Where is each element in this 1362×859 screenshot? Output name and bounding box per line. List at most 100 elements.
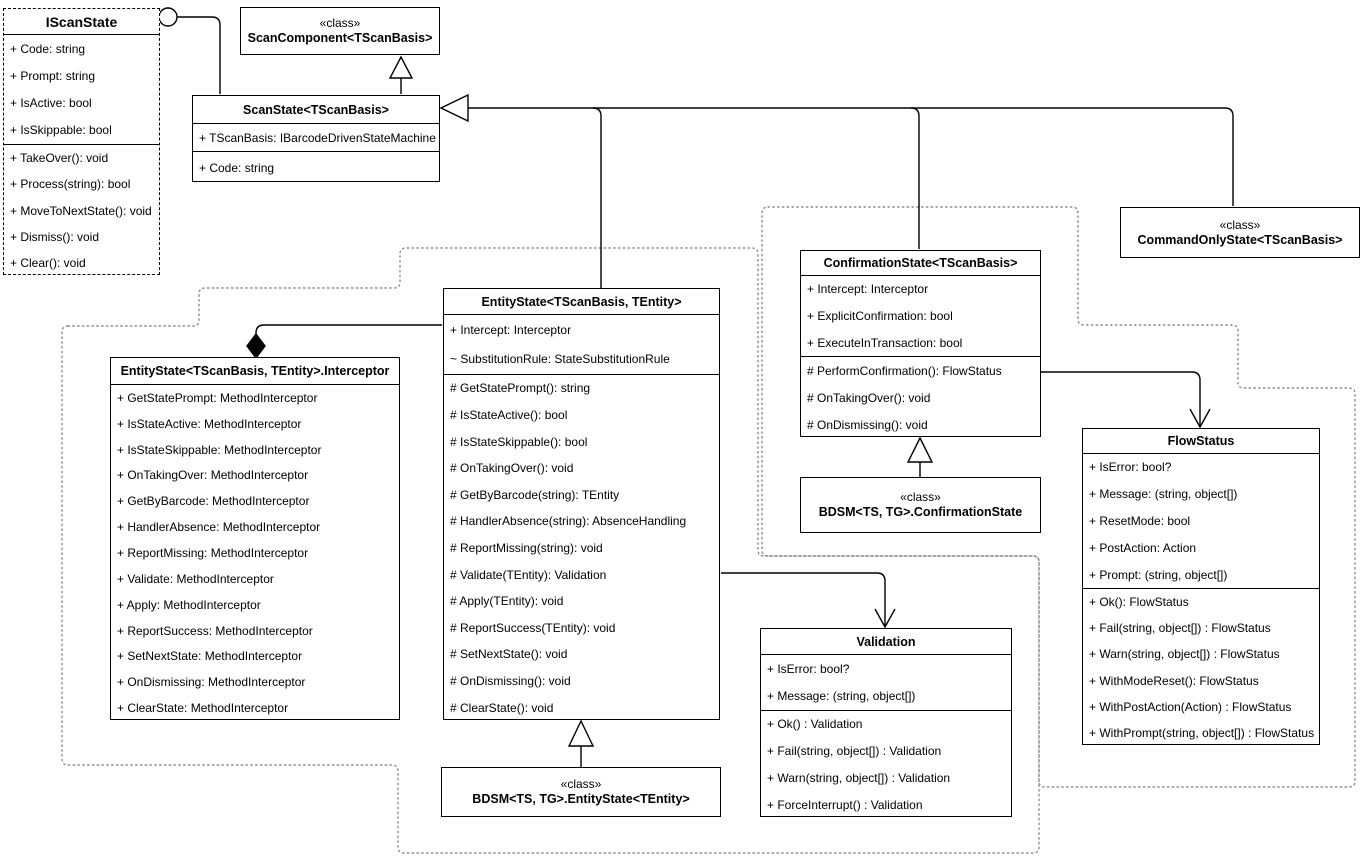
member-row: + IsError: bool? xyxy=(1089,460,1172,475)
member-row: # PerformConfirmation(): FlowStatus xyxy=(807,363,1002,378)
member-row: + OnTakingOver: MethodInterceptor xyxy=(117,468,309,483)
generalization-trunk-scanstate xyxy=(439,93,1234,288)
attributes-section: + IsError: bool? + Message: (string, obje… xyxy=(1083,453,1319,588)
member-row: # GetStatePrompt(): string xyxy=(450,381,591,396)
member-row: + TScanBasis: IBarcodeDrivenStateMachine xyxy=(199,130,436,145)
methods-section: # PerformConfirmation(): FlowStatus # OnT… xyxy=(801,356,1040,438)
member-row: + Ok(): FlowStatus xyxy=(1089,595,1189,610)
member-row: + OnDismissing: MethodInterceptor xyxy=(117,675,306,690)
member-row: + WithPrompt(string, object[]) : FlowSta… xyxy=(1089,725,1315,740)
member-row: + IsStateSkippable: MethodInterceptor xyxy=(117,442,322,457)
member-row: + Prompt: string xyxy=(10,68,96,83)
member-row: + ReportSuccess: MethodInterceptor xyxy=(117,623,313,638)
class-title: EntityState<TScanBasis, TEntity> xyxy=(481,294,682,309)
member-row: + IsActive: bool xyxy=(10,96,92,111)
member-row: # OnTakingOver(): void xyxy=(807,390,931,405)
class-box-bdsm_entitystate[interactable]: «class»BDSM<TS, TG>.EntityState<TEntity> xyxy=(441,767,721,817)
class-box-flowstatus[interactable]: FlowStatus + IsError: bool? + Message: (st… xyxy=(1082,428,1320,745)
generalization-bdsm-confirmationstate xyxy=(906,436,934,477)
member-row: + IsStateActive: MethodInterceptor xyxy=(117,416,302,431)
class-box-iscanstate[interactable]: IScanState + Code: string + Prompt: string… xyxy=(3,8,160,275)
member-row: ~ SubstitutionRule: StateSubstitutionRul… xyxy=(450,352,670,367)
member-row: + Intercept: Interceptor xyxy=(807,282,929,297)
methods-section: # GetStatePrompt(): string # IsStateActiv… xyxy=(444,374,719,721)
generalization-scanstate-scancomponent xyxy=(388,55,414,94)
member-row: + TakeOver(): void xyxy=(10,151,109,166)
methods-section: + TakeOver(): void + Process(string): boo… xyxy=(4,144,159,276)
methods-section: + Code: string xyxy=(193,151,439,183)
member-row: # HandlerAbsence(string): AbsenceHandlin… xyxy=(450,514,687,529)
member-row: # OnDismissing(): void xyxy=(450,674,571,688)
class-box-commandonlystate[interactable]: «class»CommandOnlyState<TScanBasis> xyxy=(1120,207,1360,258)
stereotype-label: «class» xyxy=(560,777,602,791)
member-row: # ReportSuccess(TEntity): void xyxy=(450,620,616,635)
member-row: + Message: (string, object[]) xyxy=(1089,487,1238,502)
class-title: EntityState<TScanBasis, TEntity>.Interce… xyxy=(120,364,390,378)
member-row: # SetNextState(): void xyxy=(450,647,568,662)
association-entitystate-validation xyxy=(721,572,896,629)
class-box-validation[interactable]: Validation + IsError: bool? + Message: (st… xyxy=(760,628,1012,817)
member-row: + MoveToNextState(): void xyxy=(10,203,152,218)
member-row: + Code: string xyxy=(10,41,86,56)
member-row: + PostAction: Action xyxy=(1089,540,1197,555)
member-row: + IsError: bool? xyxy=(767,661,850,676)
stereotype-label: «class» xyxy=(1219,217,1261,232)
member-row: + ReportMissing: MethodInterceptor xyxy=(117,545,309,560)
attributes-section: + Code: string + Prompt: string + IsActive… xyxy=(4,34,159,144)
stereotype-label: «class» xyxy=(319,16,361,30)
attributes-section: + Intercept: Interceptor + ExplicitConfir… xyxy=(801,275,1040,356)
member-row: + Fail(string, object[]) : Validation xyxy=(767,744,942,759)
member-row: # IsStateActive(): bool xyxy=(450,407,568,422)
member-row: + Dismiss(): void xyxy=(10,229,100,244)
association-confirmationstate-flowstatus xyxy=(1041,371,1211,429)
class-box-scanstate[interactable]: ScanState<TScanBasis> + TScanBasis: IBarc… xyxy=(192,95,440,182)
attributes-section: + TScanBasis: IBarcodeDrivenStateMachine xyxy=(193,123,439,151)
attributes-section: + Intercept: Interceptor ~ SubstitutionRu… xyxy=(444,314,719,374)
member-row: + Apply: MethodInterceptor xyxy=(117,597,261,612)
member-row: + Validate: MethodInterceptor xyxy=(117,571,274,586)
member-row: + ClearState: MethodInterceptor xyxy=(117,701,289,716)
class-box-bdsm_confirmationstate[interactable]: «class»BDSM<TS, TG>.ConfirmationState xyxy=(800,477,1041,533)
class-title: ScanState<TScanBasis> xyxy=(243,102,389,117)
member-row: + WithPostAction(Action) : FlowStatus xyxy=(1089,699,1292,714)
package-region-entity xyxy=(61,247,1040,854)
class-title: FlowStatus xyxy=(1167,434,1235,448)
member-row: + ExplicitConfirmation: bool xyxy=(807,309,953,323)
class-box-interceptor[interactable]: EntityState<TScanBasis, TEntity>.Interce… xyxy=(110,357,400,720)
class-title: BDSM<TS, TG>.EntityState<TEntity> xyxy=(472,792,690,806)
member-row: + Process(string): bool xyxy=(10,177,131,192)
member-row: + WithModeReset(): FlowStatus xyxy=(1089,673,1259,688)
class-box-scancomponent[interactable]: «class»ScanComponent<TScanBasis> xyxy=(240,7,440,55)
attributes-section: + IsError: bool? + Message: (string, obje… xyxy=(761,654,1011,710)
member-row: + Prompt: (string, object[]) xyxy=(1089,567,1228,582)
member-row: + ResetMode: bool xyxy=(1089,513,1191,528)
member-row: + GetStatePrompt: MethodInterceptor xyxy=(117,390,318,405)
member-row: # OnTakingOver(): void xyxy=(450,461,574,476)
member-row: + ForceInterrupt() : Validation xyxy=(767,797,923,812)
member-row: # Validate(TEntity): Validation xyxy=(450,567,607,582)
methods-section: + Ok(): FlowStatus + Fail(string, object[… xyxy=(1083,588,1319,746)
methods-section: + Ok() : Validation + Fail(string, object… xyxy=(761,710,1011,818)
member-row: + ExecuteInTransaction: bool xyxy=(807,335,963,350)
member-row: + Intercept: Interceptor xyxy=(450,322,572,337)
class-title: ConfirmationState<TScanBasis> xyxy=(823,256,1018,270)
member-row: + IsSkippable: bool xyxy=(10,123,112,138)
generalization-bdsm-entitystate xyxy=(567,719,595,767)
member-row: + Message: (string, object[]) xyxy=(767,689,916,704)
member-row: + Ok() : Validation xyxy=(767,717,863,732)
class-box-entitystate[interactable]: EntityState<TScanBasis, TEntity> + Interc… xyxy=(443,288,720,720)
member-row: # OnDismissing(): void xyxy=(807,417,928,432)
member-row: + Warn(string, object[]) : FlowStatus xyxy=(1089,647,1280,662)
class-title: ScanComponent<TScanBasis> xyxy=(247,31,433,45)
member-row: # Apply(TEntity): void xyxy=(450,594,564,609)
class-box-confirmationstate[interactable]: ConfirmationState<TScanBasis> + Intercept… xyxy=(800,250,1041,437)
member-row: # ReportMissing(string): void xyxy=(450,540,603,555)
realization-lollipop xyxy=(158,7,221,94)
class-title: IScanState xyxy=(45,13,118,30)
class-title: Validation xyxy=(856,634,916,649)
member-row: + SetNextState: MethodInterceptor xyxy=(117,649,303,664)
member-row: + Clear(): void xyxy=(10,255,86,270)
member-row: + Fail(string, object[]) : FlowStatus xyxy=(1089,621,1271,636)
